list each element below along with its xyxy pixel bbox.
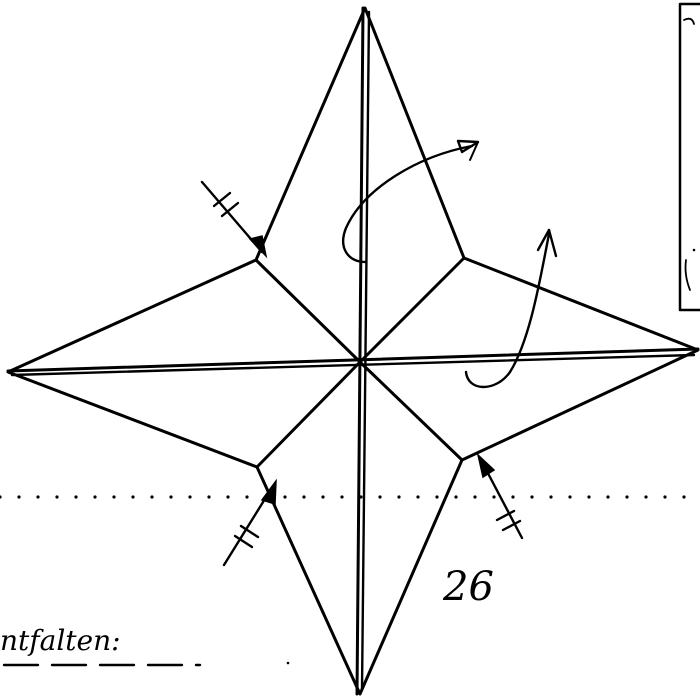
unfold-arrow-upper xyxy=(342,139,480,264)
center-creases xyxy=(6,6,700,696)
instruction-text: ntfalten: xyxy=(0,624,121,657)
push-arrow-bottom-right xyxy=(476,452,524,540)
step-number: 26 xyxy=(442,564,494,610)
reference-box xyxy=(678,2,700,312)
push-arrow-top-left xyxy=(200,180,268,259)
diagonal-creases xyxy=(254,256,466,469)
unfold-arrow-right xyxy=(464,228,558,389)
star-outline xyxy=(6,6,700,696)
push-arrow-bottom-left xyxy=(222,478,277,567)
